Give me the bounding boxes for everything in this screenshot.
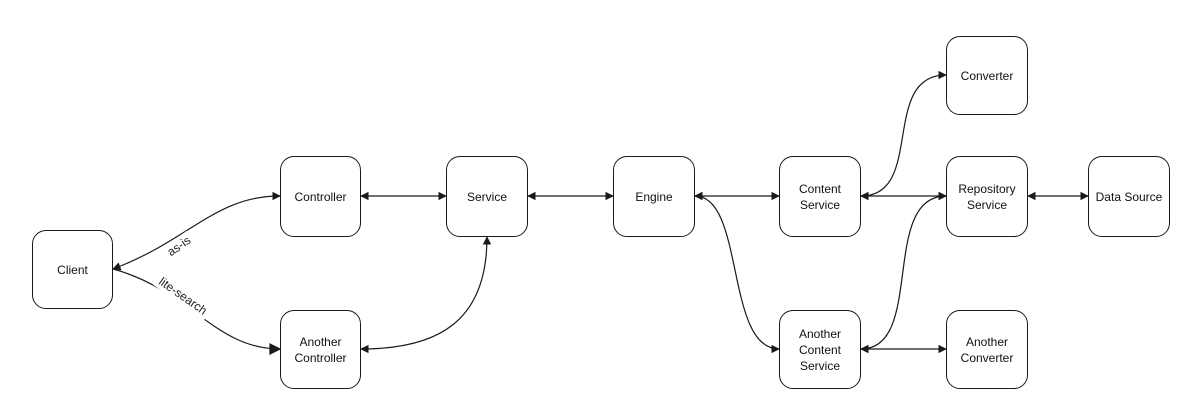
node-converter: Converter <box>946 36 1028 115</box>
node-engine: Engine <box>613 156 695 237</box>
arrowhead-another-controller <box>269 343 282 355</box>
node-content-service-label: Content Service <box>798 181 842 212</box>
node-client-label: Client <box>57 262 88 277</box>
node-client: Client <box>32 230 113 309</box>
node-converter-label: Converter <box>960 68 1014 83</box>
edge-another-controller-service <box>360 236 492 354</box>
node-service: Service <box>446 156 528 237</box>
edge-client-controller <box>112 191 281 271</box>
node-repository-service: Repository Service <box>946 156 1028 237</box>
edge-label-lite-search: lite-search <box>156 274 209 317</box>
node-content-service: Content Service <box>779 156 861 237</box>
node-controller-label: Controller <box>294 189 347 204</box>
edge-content-service-converter <box>860 70 947 201</box>
label-lite-search-bg <box>153 271 213 321</box>
node-another-converter-label: Another Converter <box>960 334 1014 365</box>
node-engine-label: Engine <box>635 189 673 204</box>
node-another-controller: Another Controller <box>280 310 361 389</box>
node-repository-service-label: Repository Service <box>958 181 1016 212</box>
node-another-controller-label: Another Controller <box>294 334 347 365</box>
label-as-is-bg <box>162 230 196 262</box>
node-another-content-service: Another Content Service <box>779 310 861 389</box>
node-controller: Controller <box>280 156 361 237</box>
edge-engine-another-content-service <box>694 191 780 354</box>
node-another-converter: Another Converter <box>946 310 1028 389</box>
node-data-source: Data Source <box>1088 156 1170 237</box>
node-data-source-label: Data Source <box>1095 189 1163 204</box>
node-service-label: Service <box>466 189 507 204</box>
node-another-content-service-label: Another Content Service <box>798 326 842 373</box>
edge-another-content-service-repository <box>860 191 947 354</box>
